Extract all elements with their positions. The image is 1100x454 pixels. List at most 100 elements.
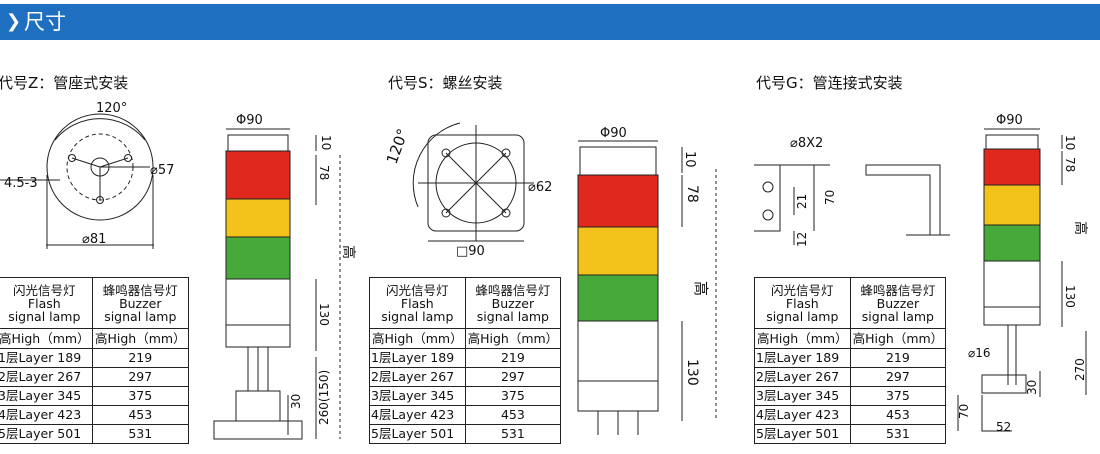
section-title-z: 代号Z：管座式安装 [0,74,129,92]
amber-tier [577,226,659,276]
pipe-elbow [981,395,1012,432]
dim-30: 30 [1025,380,1039,395]
spec-table-g: 闪光信号灯 Flash signal lamp 蜂鸣器信号灯 Buzzer si… [754,277,947,444]
unit-cell: 高High（mm） [464,328,562,349]
table-row: 4层Layer 423 453 [369,405,562,425]
dim-260: 260(150) [317,370,331,425]
base-module [225,324,291,348]
table-row: 4层Layer 423 453 [754,405,947,425]
red-tier [983,148,1041,186]
unit-cell: 高High（mm） [754,328,851,349]
mount-hole [68,154,76,162]
dim-78: 78 [1063,157,1077,172]
green-tier [577,274,659,322]
table-row: 2层Layer 267 297 [754,367,947,387]
screw-hole [441,148,451,158]
table-row: 3层Layer 345 375 [369,386,562,406]
pipe-clamp [981,374,1027,394]
section-header: ❯ 尺寸 [0,4,1100,40]
dim-70: 70 [823,190,837,205]
table-row: 2层Layer 267 297 [0,367,190,387]
angle-arc [412,122,461,208]
dim-base: ⌀81 [82,232,106,247]
table-row: 3层Layer 345 375 [754,386,947,406]
cap [227,134,289,152]
dim-78: 78 [317,165,331,180]
dim-hole: ⌀57 [150,163,174,178]
section-title-g: 代号G：管连接式安装 [756,74,903,92]
dim-10: 10 [682,151,697,168]
red-tier [225,150,291,200]
bracket-hole [762,181,774,193]
col-buzzer-header: 蜂鸣器信号灯 Buzzer signal lamp [91,277,190,329]
dim-12: 12 [795,232,809,247]
screw-hole [501,208,511,218]
dim-top: Φ90 [236,113,263,128]
dim-30: 30 [289,394,303,409]
drawing-z: 120° ⌀57 4.5-3 ⌀81 Φ90 10 78 130 高 30 26… [0,101,357,440]
pipe-bend [865,164,941,236]
table-row: 3层Layer 345 375 [0,386,190,406]
dim-holes: ⌀8X2 [790,136,823,151]
dim-top: Φ90 [600,126,627,141]
dim-130: 130 [1063,285,1077,308]
bracket [754,164,781,232]
dim-52: 52 [996,420,1011,434]
unit-cell: 高High（mm） [849,328,947,349]
drawing-s: 120° ⌀62 □90 Φ90 10 78 130 高 [383,122,717,435]
cap [985,134,1039,150]
table-row: 5层Layer 501 531 [0,424,190,444]
chevron-right-icon: ❯ [6,11,22,32]
dim-top: Φ90 [996,113,1023,128]
dim-78: 78 [684,185,700,203]
dim-270: 270 [1073,358,1087,381]
spec-table-s: 闪光信号灯 Flash signal lamp 蜂鸣器信号灯 Buzzer si… [369,277,562,444]
dim-21: 21 [795,194,809,209]
col-flash-header: 闪光信号灯 Flash signal lamp [754,277,851,329]
dim-hole: ⌀62 [528,180,552,195]
cap [579,146,657,176]
bracket-hole [762,209,774,221]
table-row: 2层Layer 267 297 [369,367,562,387]
base-module [577,380,659,412]
spec-table-z: 闪光信号灯 Flash signal lamp 蜂鸣器信号灯 Buzzer si… [0,277,190,444]
col-buzzer-header: 蜂鸣器信号灯 Buzzer signal lamp [849,277,947,329]
drawing-g: ⌀8X2 70 21 12 Φ90 10 78 130 高 ⌀16 270 30… [754,113,1089,434]
table-row: 4层Layer 423 453 [0,405,190,425]
dim-pipe: ⌀16 [968,346,991,360]
dim-angle: 120° [383,126,412,166]
dim-angle: 120° [96,101,127,116]
table-row: 5层Layer 501 531 [369,424,562,444]
unit-cell: 高High（mm） [369,328,466,349]
section-title-s: 代号S：螺丝安装 [388,74,503,92]
buzzer-tier [983,260,1041,308]
table-row: 1层Layer 189 219 [369,348,562,368]
mount-base [235,390,281,422]
dim-10: 10 [1063,135,1077,150]
dim-height: 高 [1072,221,1089,235]
screw-hole [501,148,511,158]
dim-height: 高 [692,281,710,296]
screw-hole [441,208,451,218]
unit-cell: 高High（mm） [0,328,93,349]
page-title: 尺寸 [24,10,66,34]
table-row: 5层Layer 501 531 [754,424,947,444]
dim-slot: 4.5-3 [4,176,38,191]
table-row: 1层Layer 189 219 [0,348,190,368]
col-flash-header: 闪光信号灯 Flash signal lamp [0,277,93,329]
buzzer-tier [225,278,291,326]
col-flash-header: 闪光信号灯 Flash signal lamp [369,277,466,329]
angle-arc [54,118,146,141]
green-tier [983,224,1041,262]
table-row: 1层Layer 189 219 [754,348,947,368]
amber-tier [983,184,1041,226]
mount-hole [124,154,132,162]
col-buzzer-header: 蜂鸣器信号灯 Buzzer signal lamp [464,277,562,329]
unit-cell: 高High（mm） [91,328,190,349]
dim-10: 10 [319,135,333,150]
green-tier [225,236,291,280]
dim-height: 高 [340,245,357,259]
base-outline [46,113,154,221]
mount-plate [213,420,303,440]
dim-130: 130 [684,359,700,386]
